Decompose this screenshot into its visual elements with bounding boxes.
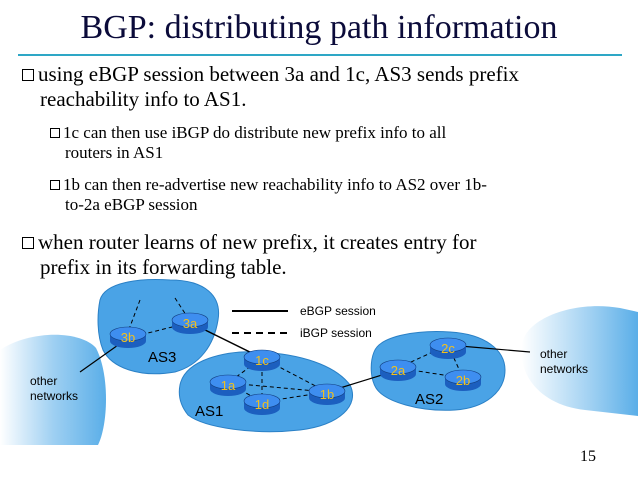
router-3b-label: 3b [121, 330, 135, 345]
as2-label: AS2 [415, 391, 443, 408]
router-2c: 2c [429, 337, 467, 359]
bullet-3-line-1: 1b can then re-advertise new reachabilit… [63, 175, 487, 194]
bullet-3: 1b can then re-advertise new reachabilit… [50, 175, 620, 215]
as2-cloud [370, 331, 506, 411]
checkbox-icon [50, 180, 60, 190]
bullet-4-line-1: when router learns of new prefix, it cre… [38, 230, 477, 254]
bullet-3-line-2: to-2a eBGP session [65, 195, 198, 214]
bullet-1-line-2: reachability info to AS1. [40, 87, 247, 111]
router-2c-label: 2c [441, 341, 455, 356]
left-networks-label-1: other [30, 374, 57, 388]
bullet-4-line-2: prefix in its forwarding table. [40, 255, 287, 279]
left-other-networks-cloud [0, 334, 106, 445]
checkbox-icon [22, 69, 34, 81]
page-number: 15 [580, 448, 596, 465]
left-networks-label-2: networks [30, 389, 78, 403]
bullet-1: using eBGP session between 3a and 1c, AS… [22, 62, 622, 112]
right-other-networks-cloud [521, 306, 638, 416]
router-1b: 1b [308, 383, 346, 405]
router-2a: 2a [379, 359, 417, 381]
as3-cloud [97, 279, 220, 375]
router-1a: 1a [209, 374, 247, 396]
router-3a-label: 3a [183, 316, 198, 331]
bullet-2: 1c can then use iBGP do distribute new p… [50, 123, 620, 163]
router-1c: 1c [243, 349, 281, 371]
right-networks-label-2: networks [540, 362, 588, 376]
ibgp-legend-label: iBGP session [300, 326, 372, 340]
checkbox-icon [22, 237, 34, 249]
router-2a-label: 2a [391, 363, 406, 378]
page-title: BGP: distributing path information [80, 9, 558, 46]
router-1c-label: 1c [255, 353, 269, 368]
ebgp-legend-label: eBGP session [300, 304, 376, 318]
router-1b-label: 1b [320, 387, 334, 402]
router-3a: 3a [171, 312, 209, 334]
bullet-1-line-1: using eBGP session between 3a and 1c, AS… [38, 62, 519, 86]
as3-label: AS3 [148, 349, 176, 366]
checkbox-icon [50, 128, 60, 138]
router-2b: 2b [444, 369, 482, 391]
bullet-4: when router learns of new prefix, it cre… [22, 230, 622, 280]
router-1a-label: 1a [221, 378, 236, 393]
router-2b-label: 2b [456, 373, 470, 388]
ibgp-3b-top [127, 299, 141, 333]
as1-cloud [178, 351, 353, 433]
bullet-2-line-1: 1c can then use iBGP do distribute new p… [63, 123, 447, 142]
router-1d: 1d [243, 393, 281, 415]
title-divider [18, 54, 622, 56]
right-networks-label-1: other [540, 347, 567, 361]
as1-label: AS1 [195, 403, 223, 420]
router-1d-label: 1d [255, 397, 269, 412]
ibgp-3a-top [174, 297, 189, 319]
bullet-2-line-2: routers in AS1 [65, 143, 164, 162]
ibgp-1c-1b [261, 357, 328, 393]
router-3b: 3b [109, 326, 147, 348]
